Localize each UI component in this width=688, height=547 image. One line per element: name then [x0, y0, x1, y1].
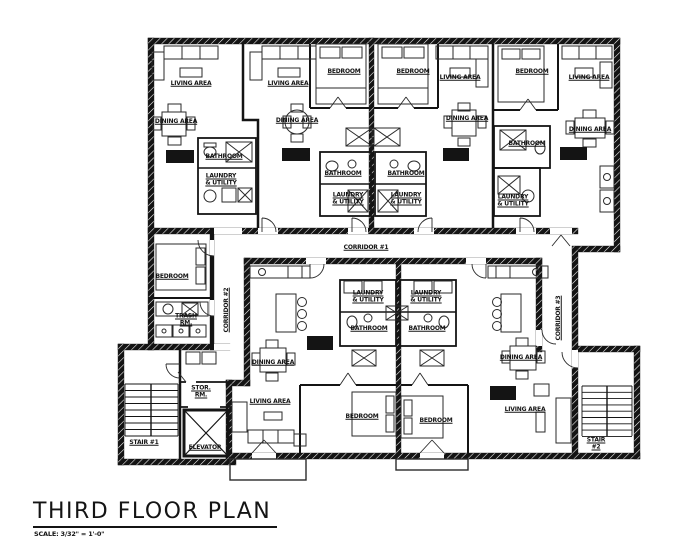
corridor-3-label: CORRIDOR #3	[554, 295, 562, 341]
door-swings	[165, 96, 579, 454]
room-label-living-area-2: LIVING AREA	[267, 79, 309, 87]
furniture-left-wing	[155, 243, 217, 365]
bath-laundry-fixtures-top	[203, 127, 546, 213]
room-label-laundry-1: LAUNDRY& UTILITY	[205, 172, 237, 186]
room-label-laundry-5: LAUNDRY& UTILITY	[352, 289, 384, 303]
room-label-dining-area-6: DINING AREA	[499, 353, 543, 361]
corridor-2-label: CORRIDOR #2	[222, 287, 230, 333]
furniture-lower-units	[231, 265, 572, 447]
room-label-dining-area-1: DINING AREA	[154, 117, 198, 125]
room-label-bathroom-6: BATHROOM	[408, 324, 446, 332]
room-label-bathroom-1: BATHROOM	[205, 152, 243, 160]
room-label-laundry-6: LAUNDRY& UTILITY	[410, 289, 442, 303]
wall-openings	[210, 228, 578, 459]
room-label-bedroom-4: BEDROOM	[155, 272, 189, 280]
room-label-bathroom-4: BATHROOM	[508, 139, 546, 147]
room-label-bedroom-1: BEDROOM	[327, 67, 361, 75]
plan-scale-note: SCALE: 3/32" = 1'-0"	[34, 530, 105, 538]
corridor-1-label: CORRIDOR #1	[343, 243, 389, 251]
room-label-bathroom-2: BATHROOM	[324, 169, 362, 177]
room-label-dining-area-5: DINING AREA	[251, 358, 295, 366]
stair-1-label: STAIR #1	[129, 438, 159, 446]
furniture-top-units	[151, 43, 615, 213]
storage-room-label: STOR.RM.	[191, 384, 211, 398]
room-label-living-area-3: LIVING AREA	[439, 73, 481, 81]
kitchen-islands	[166, 147, 587, 400]
room-label-bedroom-5: BEDROOM	[345, 412, 379, 420]
room-label-living-area-4: LIVING AREA	[568, 73, 610, 81]
room-label-bedroom-3: BEDROOM	[515, 67, 549, 75]
elevator-shaft	[182, 408, 230, 458]
room-label-laundry-3: LAUNDRY& UTILITY	[390, 191, 422, 205]
stair-2-treads	[581, 385, 633, 437]
room-label-living-area-1: LIVING AREA	[170, 79, 212, 87]
interior-walls	[148, 44, 559, 459]
room-label-living-area-6: LIVING AREA	[504, 405, 546, 413]
room-label-laundry-4: LAUNDRY& UTILITY	[497, 193, 529, 207]
elevator-label: ELEVATOR	[188, 443, 222, 451]
balconies	[229, 458, 469, 481]
room-label-bathroom-3: BATHROOM	[387, 169, 425, 177]
room-label-bedroom-6: BEDROOM	[419, 416, 453, 424]
room-label-dining-area-4: DINING AREA	[568, 125, 612, 133]
stair-1-treads	[124, 383, 179, 437]
plan-title: THIRD FLOOR PLAN	[33, 499, 278, 528]
room-label-living-area-5: LIVING AREA	[249, 397, 291, 405]
room-label-dining-area-3: DINING AREA	[445, 114, 489, 122]
room-label-laundry-2: LAUNDRY& UTILITY	[332, 191, 364, 205]
room-label-bathroom-5: BATHROOM	[350, 324, 388, 332]
stair-2-label: STAIR#2	[586, 436, 606, 450]
room-label-dining-area-2: DINING AREA	[275, 116, 319, 124]
room-label-bedroom-2: BEDROOM	[396, 67, 430, 75]
